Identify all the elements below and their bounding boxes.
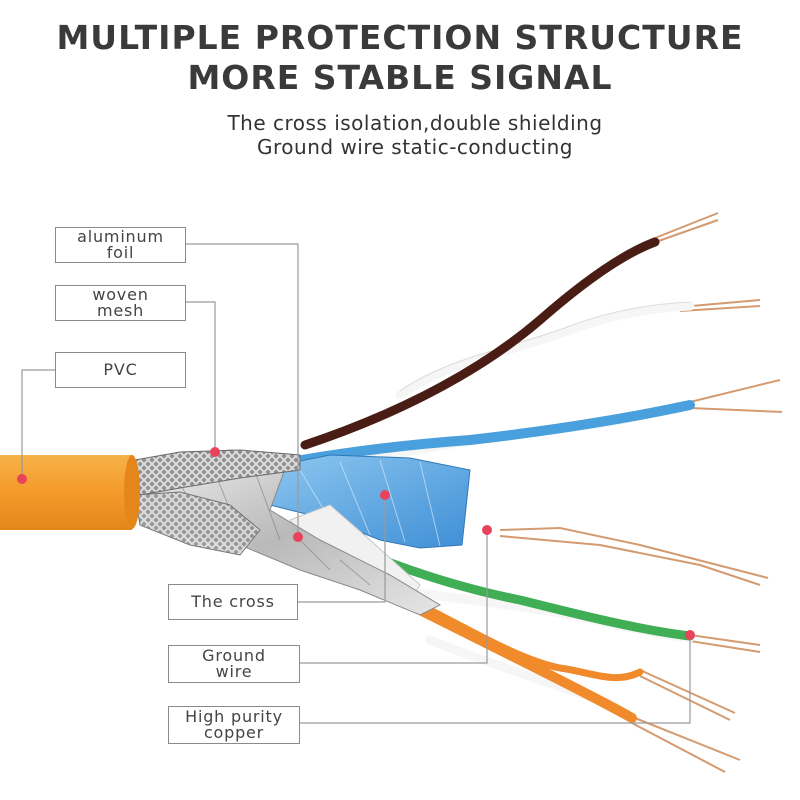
woven-mesh-layer	[134, 449, 301, 496]
copper-strands	[499, 212, 783, 773]
label-high-purity-copper: High purity copper	[168, 706, 300, 744]
label-aluminum-foil-line1: aluminum	[77, 227, 164, 246]
label-aluminum-foil-line2: foil	[106, 243, 135, 262]
subtitle-line1: The cross isolation,double shielding	[227, 111, 603, 135]
marker-ground-wire	[482, 525, 492, 535]
label-woven-mesh: woven mesh	[55, 285, 186, 321]
label-high-purity-copper-line2: copper	[203, 723, 265, 742]
subtitle-line2: Ground wire static-conducting	[257, 135, 573, 159]
label-the-cross-text: The cross	[191, 592, 275, 611]
page-title-line1: MULTIPLE PROTECTION STRUCTURE	[56, 18, 744, 57]
label-ground-wire-line1: Ground	[202, 646, 266, 665]
orange-pair-wire	[395, 595, 637, 723]
label-ground-wire-line2: wire	[215, 662, 253, 681]
label-aluminum-foil: aluminum foil	[55, 227, 186, 263]
label-ground-wire: Ground wire	[168, 645, 300, 683]
marker-the-cross	[380, 490, 390, 500]
label-the-cross: The cross	[168, 584, 298, 620]
pvc-jacket	[0, 455, 132, 530]
blue-shield-foil	[254, 454, 471, 549]
label-high-purity-copper-line1: High purity	[185, 707, 283, 726]
leader-lines	[21, 243, 691, 724]
marker-pvc	[17, 474, 27, 484]
brown-pair-wire	[300, 237, 660, 450]
marker-high-purity-copper	[685, 630, 695, 640]
marker-aluminum-foil	[293, 532, 303, 542]
callout-markers	[17, 447, 695, 640]
label-woven-mesh-line2: mesh	[96, 301, 145, 320]
label-pvc: PVC	[55, 352, 186, 388]
label-woven-mesh-line1: woven	[92, 285, 149, 304]
marker-woven-mesh	[210, 447, 220, 457]
page-title-line2: MORE STABLE SIGNAL	[187, 58, 613, 97]
label-pvc-text: PVC	[103, 360, 138, 379]
green-pair-wire	[365, 550, 695, 641]
